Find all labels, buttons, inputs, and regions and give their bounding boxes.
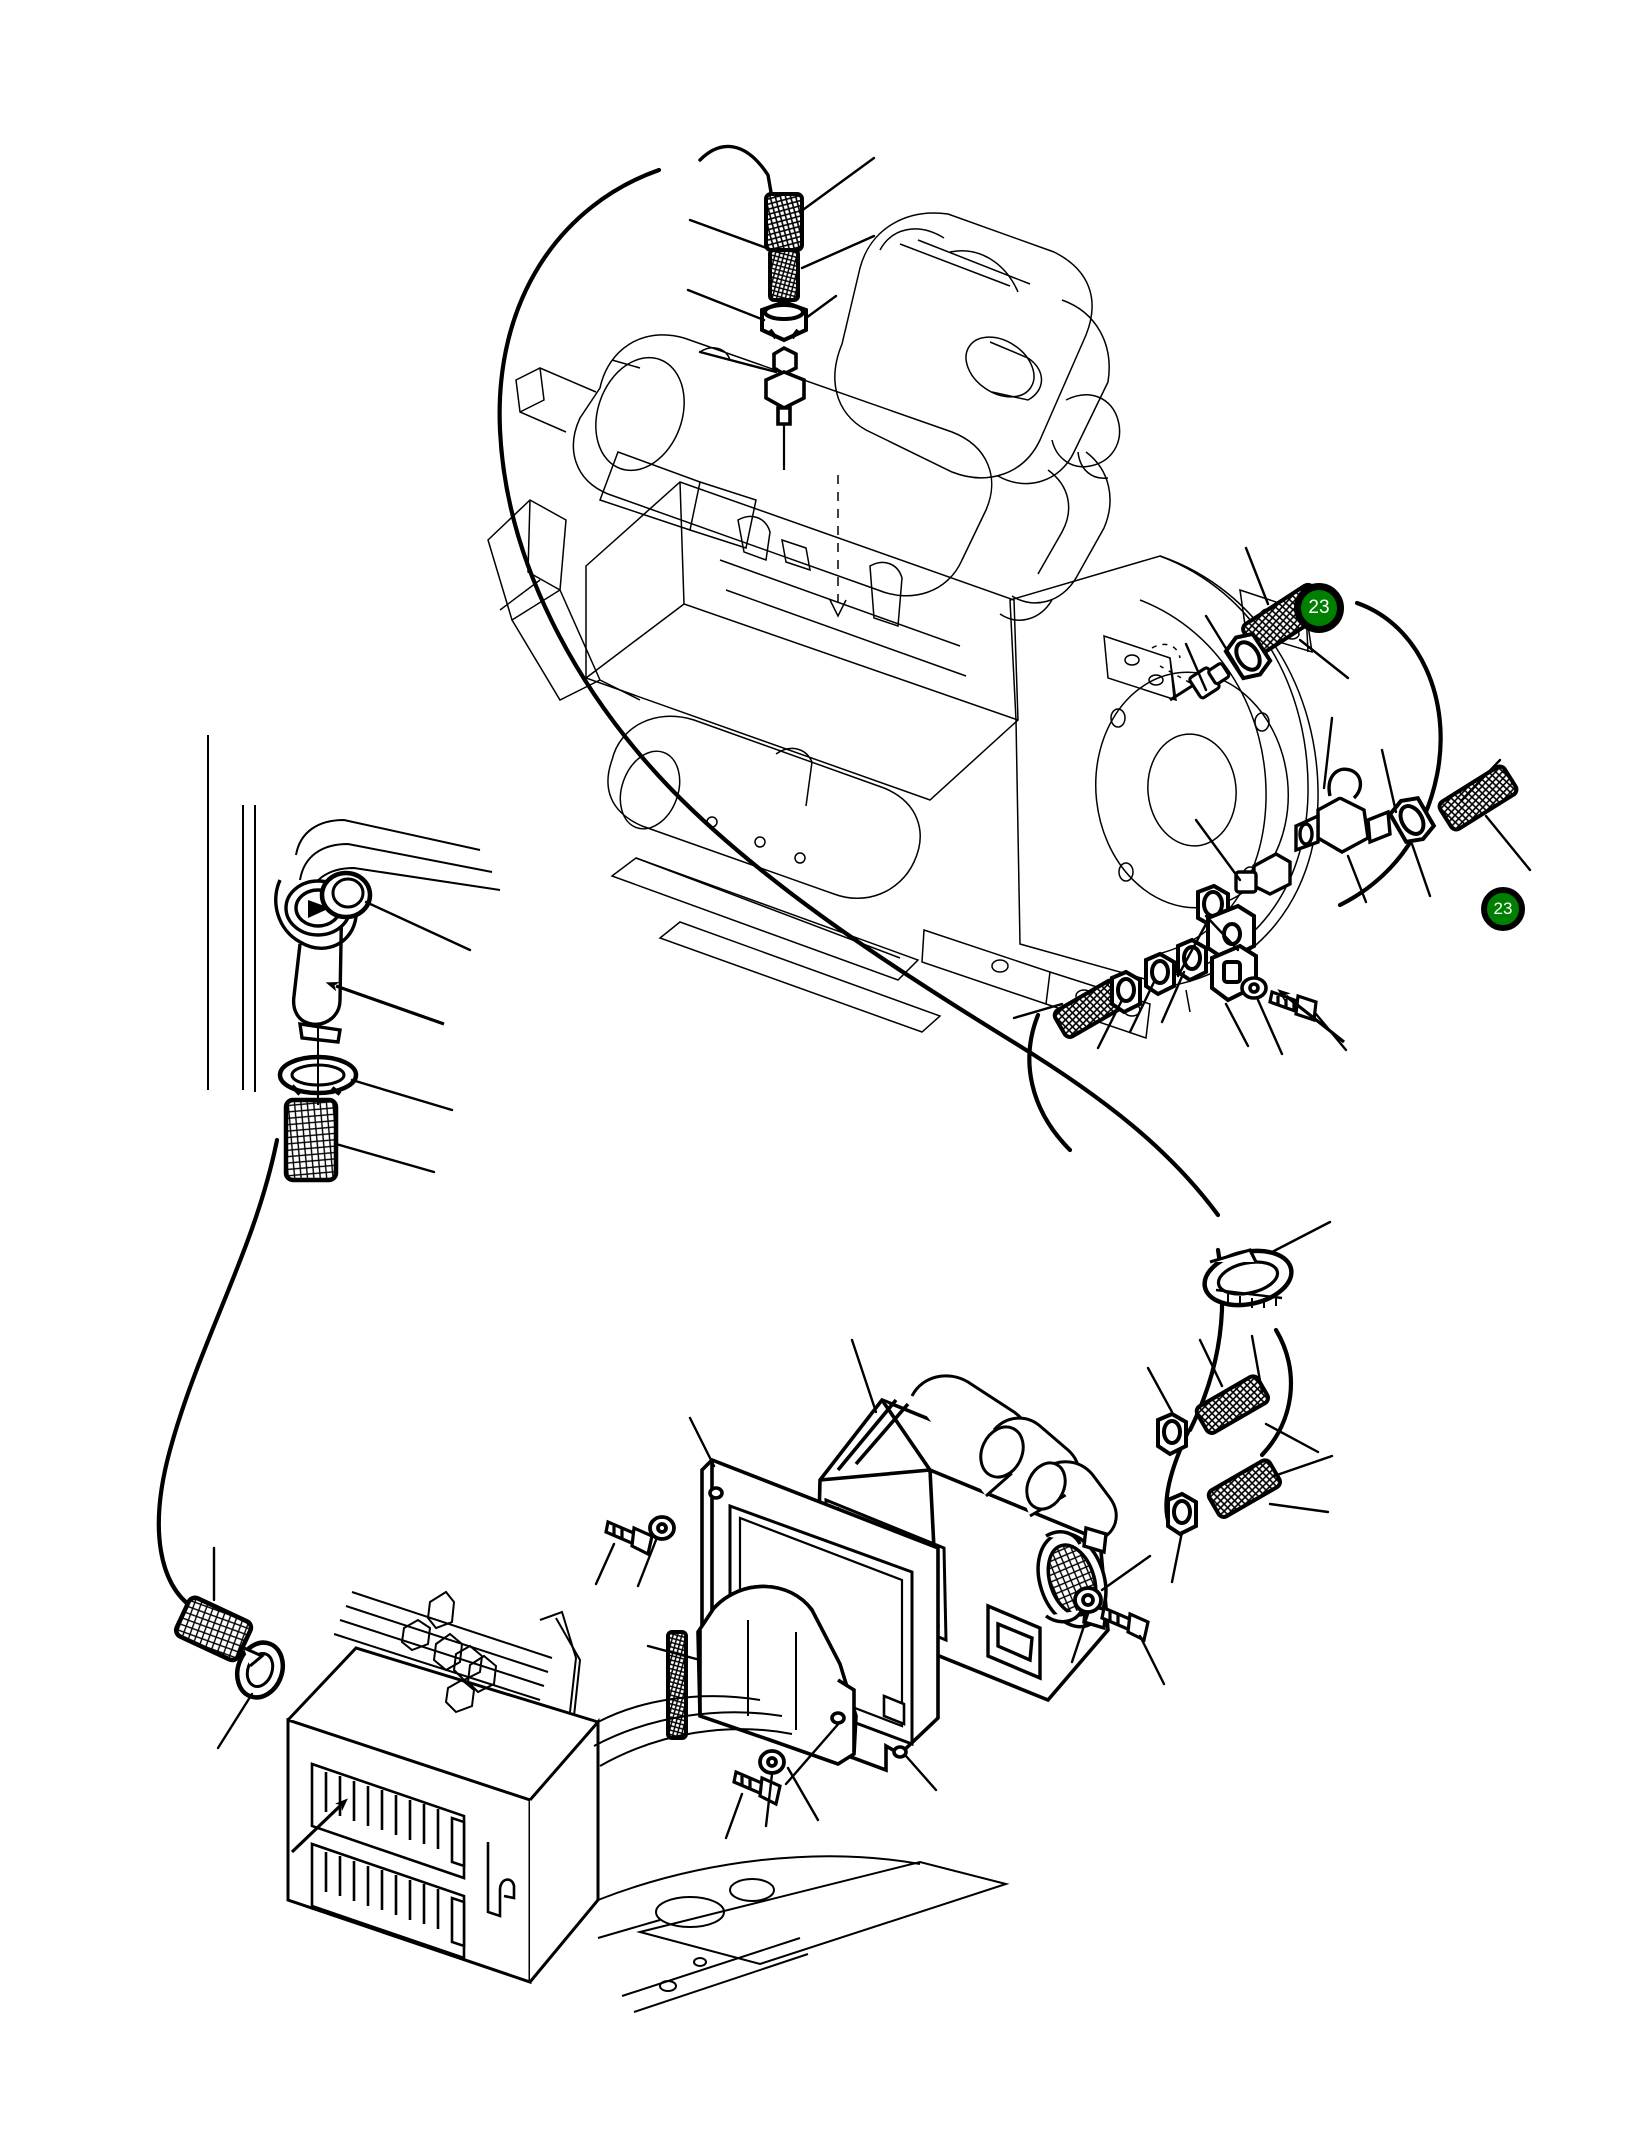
hex-nut-valve-right	[1387, 795, 1437, 845]
callout-label: 23	[1493, 899, 1513, 918]
fitting-stack-top	[760, 192, 808, 470]
flat-washer-frame	[648, 1515, 676, 1541]
callout-marker-23-lower[interactable]: 23	[1481, 887, 1525, 931]
engine-assembly	[487, 212, 1319, 1040]
starter-motor	[607, 715, 921, 899]
heat-shield	[599, 451, 757, 549]
hex-nut-top	[760, 299, 808, 343]
flat-washer-bracket	[1240, 976, 1268, 1000]
retaining-ring-cab	[234, 1640, 286, 1700]
shut-off-valve	[1294, 767, 1392, 854]
duct-cover-panel	[696, 1584, 858, 1766]
hex-nut-heater-b	[1166, 1491, 1198, 1537]
intake-elbow-hose	[999, 451, 1111, 621]
oil-pan-rail	[610, 857, 942, 1033]
foam-seal-strip	[666, 1630, 688, 1740]
heater-core-unit	[816, 1374, 1118, 1703]
hex-nut-bracket-b	[1176, 937, 1208, 983]
muffler	[515, 334, 993, 597]
hose-fitting-braided-top	[764, 192, 804, 302]
hose-fitting-braided-cab	[173, 1595, 254, 1663]
mounting-bracket	[1206, 903, 1258, 1003]
hose-fitting-braided-lever	[283, 1097, 339, 1183]
cab-floor-panel	[286, 1590, 1010, 2013]
arrow-pointers	[290, 981, 1345, 1854]
leader-lines	[212, 156, 1532, 1840]
hose-fitting-braided-right-valve	[1437, 764, 1519, 832]
callout-label: 23	[1308, 597, 1330, 618]
hex-bolt-frame	[604, 1519, 654, 1557]
floor-vent-upper	[310, 1762, 466, 1880]
hose-end-cab-floor	[173, 1595, 286, 1700]
hex-nut-heater-a	[1156, 1411, 1188, 1457]
floor-vent-lower	[310, 1842, 466, 1960]
control-knob	[319, 870, 373, 920]
hose-fitting-braided-heater-b	[1206, 1458, 1282, 1519]
flat-washer-heater	[1073, 1586, 1103, 1614]
air-cleaner	[834, 212, 1121, 485]
frame-plate-fasteners	[604, 1515, 786, 1807]
fitting-cluster-engine-right	[1052, 582, 1519, 1039]
hex-nut-bracket-d	[1110, 969, 1142, 1015]
heater-fasteners-right	[1073, 1374, 1282, 1643]
cab-pillar	[207, 735, 256, 1092]
elbow-fitting-top	[764, 345, 806, 426]
cylinder-head-block	[585, 481, 1019, 801]
hose-fitting-braided-heater-a	[1194, 1374, 1270, 1435]
intake-manifold	[487, 499, 641, 701]
flat-washer-duct	[758, 1749, 786, 1775]
hose-clamp-mid	[1202, 1248, 1294, 1308]
hex-bolt-heater	[1100, 1605, 1150, 1643]
hex-bolt-duct	[732, 1769, 782, 1807]
fitting-valve-left	[1234, 852, 1292, 896]
callout-marker-23-upper[interactable]: 23	[1294, 583, 1344, 633]
